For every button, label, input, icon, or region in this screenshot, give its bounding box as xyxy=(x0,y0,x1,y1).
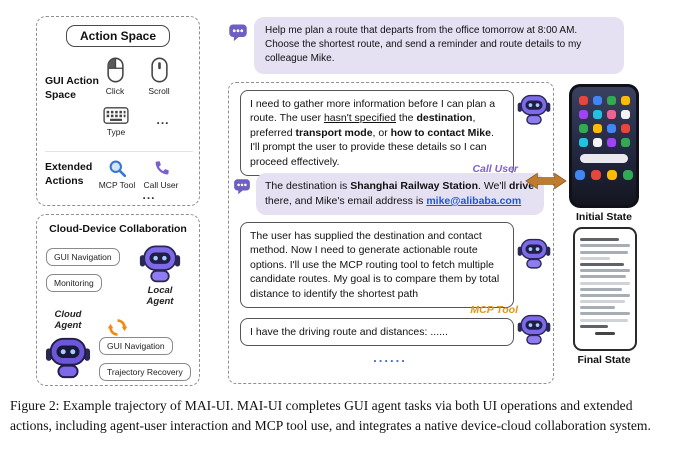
agent-robot-icon xyxy=(517,236,551,270)
cloud-device-panel: Cloud-Device Collaboration GUI Navigatio… xyxy=(36,214,200,386)
type-label: Type xyxy=(106,127,126,137)
gui-action-space-label: GUI Action Space xyxy=(45,75,99,101)
section-divider xyxy=(45,151,193,152)
agent-robot-icon xyxy=(517,92,551,126)
final-phone-screen xyxy=(580,238,630,335)
gui-navigation-cloud-button: GUI Navigation xyxy=(99,337,173,355)
text-segment: the xyxy=(396,112,417,125)
initial-state-label: Initial State xyxy=(575,211,632,223)
text-segment: . I'll prompt the user to provide these … xyxy=(250,126,494,168)
text-segment: how to contact Mike xyxy=(390,126,491,139)
text-segment: I need to gather more information before… xyxy=(250,98,496,125)
action-space-panel: Action Space GUI Action Space Click Scro… xyxy=(36,16,200,206)
mcp-tool-action-tag: MCP Tool xyxy=(470,304,518,316)
user-chat-icon xyxy=(228,22,248,42)
email-link[interactable]: mike@alibaba.com xyxy=(426,194,522,207)
click-label: Click xyxy=(105,86,125,96)
call-user-phone-icon xyxy=(153,159,171,177)
user-message-1: Help me plan a route that departs from t… xyxy=(254,17,624,74)
mcp-tool-label: MCP Tool xyxy=(98,180,136,190)
text-segment: , preferred xyxy=(250,112,476,139)
type-keyboard-icon xyxy=(103,107,129,124)
agent-robot-icon xyxy=(517,312,551,346)
app-grid xyxy=(576,96,632,147)
final-state-phone xyxy=(573,227,637,351)
gui-actions-ellipsis: ... xyxy=(156,113,170,127)
scroll-mouse-icon xyxy=(149,57,170,83)
call-user-action-tag: Call User xyxy=(472,163,518,175)
agent-message-2: The user has supplied the destination an… xyxy=(240,222,514,309)
search-pill xyxy=(580,154,628,163)
text-segment: Shanghai Railway Station xyxy=(350,180,478,192)
phone-nav-bar xyxy=(595,331,615,335)
local-agent-robot-icon xyxy=(139,242,181,284)
action-space-title: Action Space xyxy=(65,25,171,47)
user-message-2: The destination is Shanghai Railway Stat… xyxy=(256,173,544,215)
cloud-agent-label: Cloud Agent xyxy=(54,309,82,331)
extended-actions-label: Extended Actions xyxy=(45,161,93,187)
text-segment: hasn't specified xyxy=(323,112,396,125)
state-transition-arrow-icon xyxy=(525,171,567,191)
extended-actions-ellipsis: ... xyxy=(142,188,156,202)
mcp-tool-magnifier-icon xyxy=(108,159,127,178)
text-segment: destination xyxy=(416,112,473,125)
text-segment: , or xyxy=(372,126,391,139)
initial-state-phone xyxy=(569,84,639,208)
text-segment: . We'll xyxy=(478,180,509,192)
final-state-label: Final State xyxy=(577,354,631,366)
click-mouse-icon xyxy=(105,57,126,83)
gui-navigation-local-button: GUI Navigation xyxy=(46,248,120,266)
figure-caption: Figure 2: Example trajectory of MAI-UI. … xyxy=(10,398,651,434)
user-chat-icon xyxy=(233,177,251,195)
initial-phone-screen xyxy=(572,87,636,205)
call-user-label: Call User xyxy=(143,180,179,190)
cloud-agent-robot-icon xyxy=(45,334,91,380)
scroll-label: Scroll xyxy=(148,86,170,96)
text-segment: drive xyxy=(508,180,535,192)
monitoring-button: Monitoring xyxy=(46,274,102,292)
text-segment: there, and Mike's email address is xyxy=(265,194,427,207)
text-segment: The destination is xyxy=(265,180,351,192)
sync-arrows-icon xyxy=(107,317,128,338)
continuation-dots: ...... xyxy=(373,350,407,365)
agent-message-3: I have the driving route and distances: … xyxy=(240,318,514,347)
dock xyxy=(575,170,633,180)
local-agent-label: Local Agent xyxy=(146,285,174,307)
text-segment: transport mode xyxy=(295,126,373,139)
cloud-device-title: Cloud-Device Collaboration xyxy=(49,223,187,235)
trajectory-recovery-button: Trajectory Recovery xyxy=(99,363,191,381)
